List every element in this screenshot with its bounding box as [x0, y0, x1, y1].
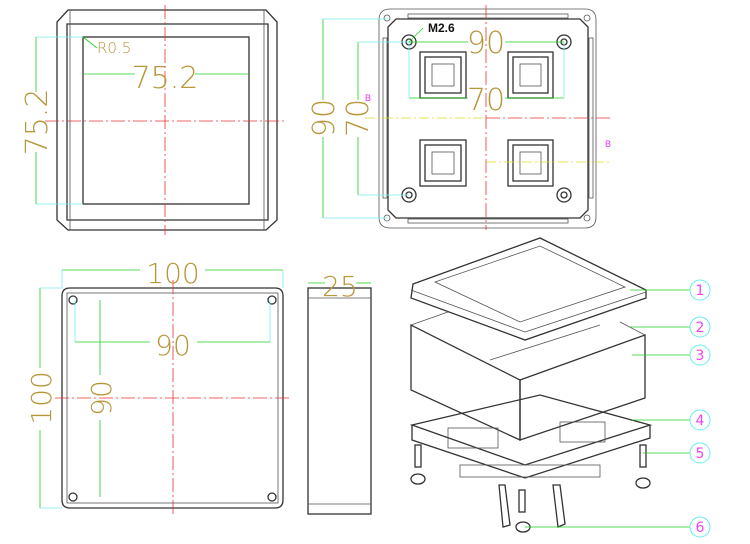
depth-dimension: 25	[322, 270, 358, 303]
vertical-outer-dimension: 90	[307, 99, 342, 137]
balloon-1: 1	[689, 279, 711, 301]
radius-label: R0.5	[97, 39, 131, 57]
width-dimension: 100	[146, 257, 199, 290]
height-dimension: 75.2	[20, 89, 55, 156]
corner-holes	[68, 295, 277, 502]
lid	[410, 237, 647, 341]
inner-spacing-dimension: 70	[467, 83, 505, 118]
balloon-4: 4	[689, 409, 711, 431]
section-mark-right: B	[605, 139, 611, 149]
bottom-view: B B M2.6 90 70 90 70	[307, 5, 612, 230]
leader-lines	[525, 289, 690, 528]
balloon-6: 6	[689, 516, 711, 538]
front-view: R0.5 75.2 75.2	[20, 5, 286, 235]
side-view: 25	[307, 270, 372, 515]
svg-text:4: 4	[696, 413, 705, 429]
window-opening	[82, 36, 250, 205]
top-view: 100 100 90 90	[25, 257, 290, 515]
inner-width-dimension: 90	[155, 329, 191, 362]
svg-text:1: 1	[696, 283, 705, 299]
svg-text:6: 6	[696, 520, 705, 536]
width-dimension: 75.2	[132, 61, 199, 96]
exploded-view: 1 2 3 4 5 6	[409, 237, 711, 538]
svg-text:2: 2	[696, 320, 705, 336]
thread-label: M2.6	[428, 21, 455, 35]
terminal-blocks	[419, 51, 554, 187]
height-dimension: 100	[25, 371, 58, 424]
terminal-pins	[498, 484, 566, 528]
section-mark-left: B	[365, 93, 371, 103]
inner-height-dimension: 90	[85, 380, 118, 416]
vertical-inner-dimension: 70	[341, 99, 376, 137]
balloon-2: 2	[689, 316, 711, 338]
hole-spacing-dimension: 90	[467, 26, 505, 61]
balloon-3: 3	[689, 344, 711, 366]
housing	[410, 311, 646, 442]
svg-text:5: 5	[696, 446, 705, 462]
screws-and-nuts	[410, 444, 651, 533]
svg-text:3: 3	[696, 348, 705, 364]
base-plate	[409, 394, 653, 479]
balloon-5: 5	[689, 442, 711, 464]
